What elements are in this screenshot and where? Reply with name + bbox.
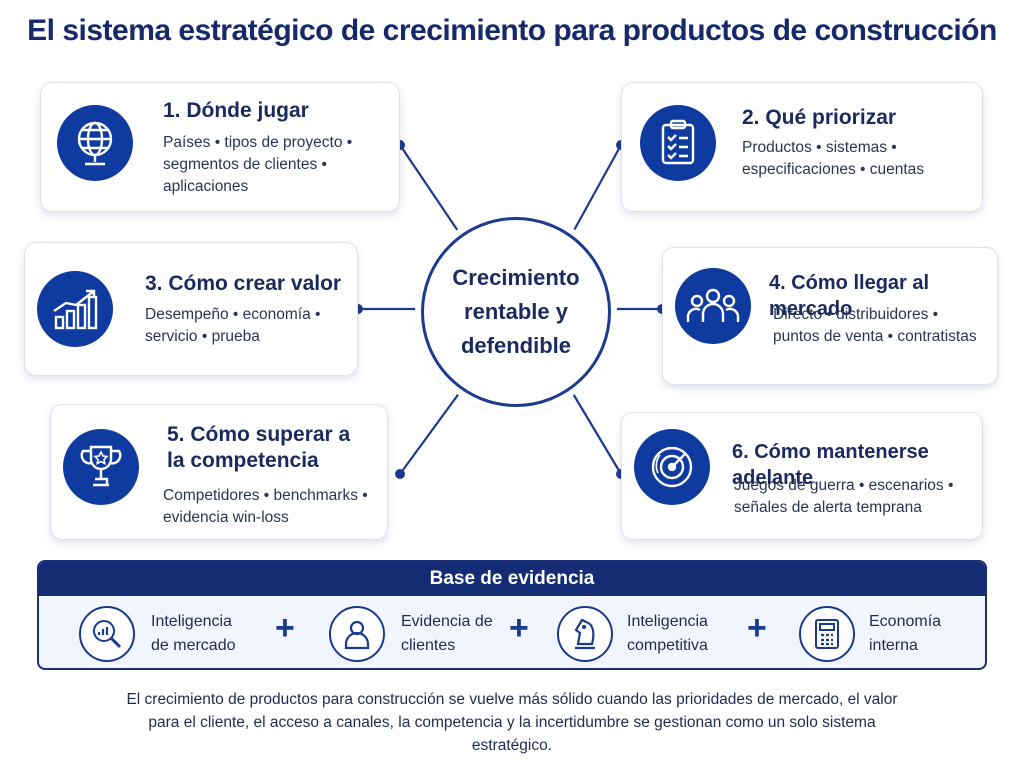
card-create-value: 3. Cómo crear valor Desempeño • economía…	[24, 242, 358, 376]
card-what-to-prioritize: 2. Qué priorizar Productos • sistemas • …	[621, 82, 983, 212]
evidence-item-economics: Economía interna	[799, 602, 979, 666]
card-title: 5. Cómo superar a la competencia	[167, 423, 351, 472]
card-text: Juegos de guerra • escenarios • señales …	[734, 477, 954, 516]
plus-sign: +	[509, 609, 529, 647]
calculator-icon	[799, 606, 855, 662]
footer-summary: El crecimiento de productos para constru…	[126, 691, 898, 754]
card-text: Competidores • benchmarks • evidencia wi…	[163, 487, 368, 526]
evidence-item-market: Inteligencia de mercado	[79, 602, 279, 666]
card-title: 6. Cómo mantenerse adelante	[732, 441, 929, 489]
people-group-icon	[675, 268, 751, 344]
trophy-icon	[63, 429, 139, 505]
card-title: 4. Cómo llegar al mercado	[769, 272, 930, 320]
globe-icon	[57, 105, 133, 181]
card-beat-competition: 5. Cómo superar a la competencia Competi…	[50, 404, 388, 540]
connector-2	[571, 144, 622, 235]
card-title: 2. Qué priorizar	[742, 106, 897, 129]
market-analysis-icon	[79, 606, 135, 662]
chess-knight-icon	[557, 606, 613, 662]
connector-1	[399, 144, 461, 235]
evidence-item-customers: Evidencia de clientes	[329, 602, 529, 666]
card-title: 3. Cómo crear valor	[145, 272, 342, 295]
connector-5	[399, 391, 461, 475]
card-go-to-market: 4. Cómo llegar al mercado Directo • dist…	[662, 247, 998, 385]
card-title: 1. Dónde jugar	[163, 99, 309, 122]
connector-dot-5	[395, 469, 405, 479]
evidence-label: Inteligencia de mercado	[151, 613, 236, 654]
card-where-to-play: 1. Dónde jugar Países • tipos de proyect…	[40, 82, 400, 212]
customer-icon	[329, 606, 385, 662]
center-goal-circle: Crecimiento rentable y defendible	[421, 217, 611, 407]
evidence-header: Base de evidencia	[39, 562, 985, 596]
evidence-label: Economía interna	[869, 613, 942, 654]
plus-sign: +	[275, 609, 295, 647]
evidence-label: Inteligencia competitiva	[627, 613, 708, 654]
card-text: Países • tipos de proyecto • segmentos d…	[163, 134, 353, 195]
center-label: Crecimiento rentable y defendible	[452, 265, 580, 358]
card-text: Productos • sistemas • especificaciones …	[742, 139, 925, 178]
radar-icon	[634, 429, 710, 505]
evidence-item-competitive: Inteligencia competitiva	[557, 602, 757, 666]
clipboard-checklist-icon	[640, 105, 716, 181]
card-text: Desempeño • economía • servicio • prueba	[145, 306, 321, 345]
page-title: El sistema estratégico de crecimiento pa…	[27, 14, 997, 47]
plus-sign: +	[747, 609, 767, 647]
evidence-base-panel: Base de evidencia Inteligencia de mercad…	[37, 560, 987, 670]
card-text: Directo • distribuidores • puntos de ven…	[773, 306, 977, 345]
connector-6	[571, 391, 622, 475]
card-stay-ahead: 6. Cómo mantenerse adelante Juegos de gu…	[621, 412, 983, 540]
growth-chart-icon	[37, 271, 113, 347]
evidence-label: Evidencia de clientes	[401, 613, 493, 654]
